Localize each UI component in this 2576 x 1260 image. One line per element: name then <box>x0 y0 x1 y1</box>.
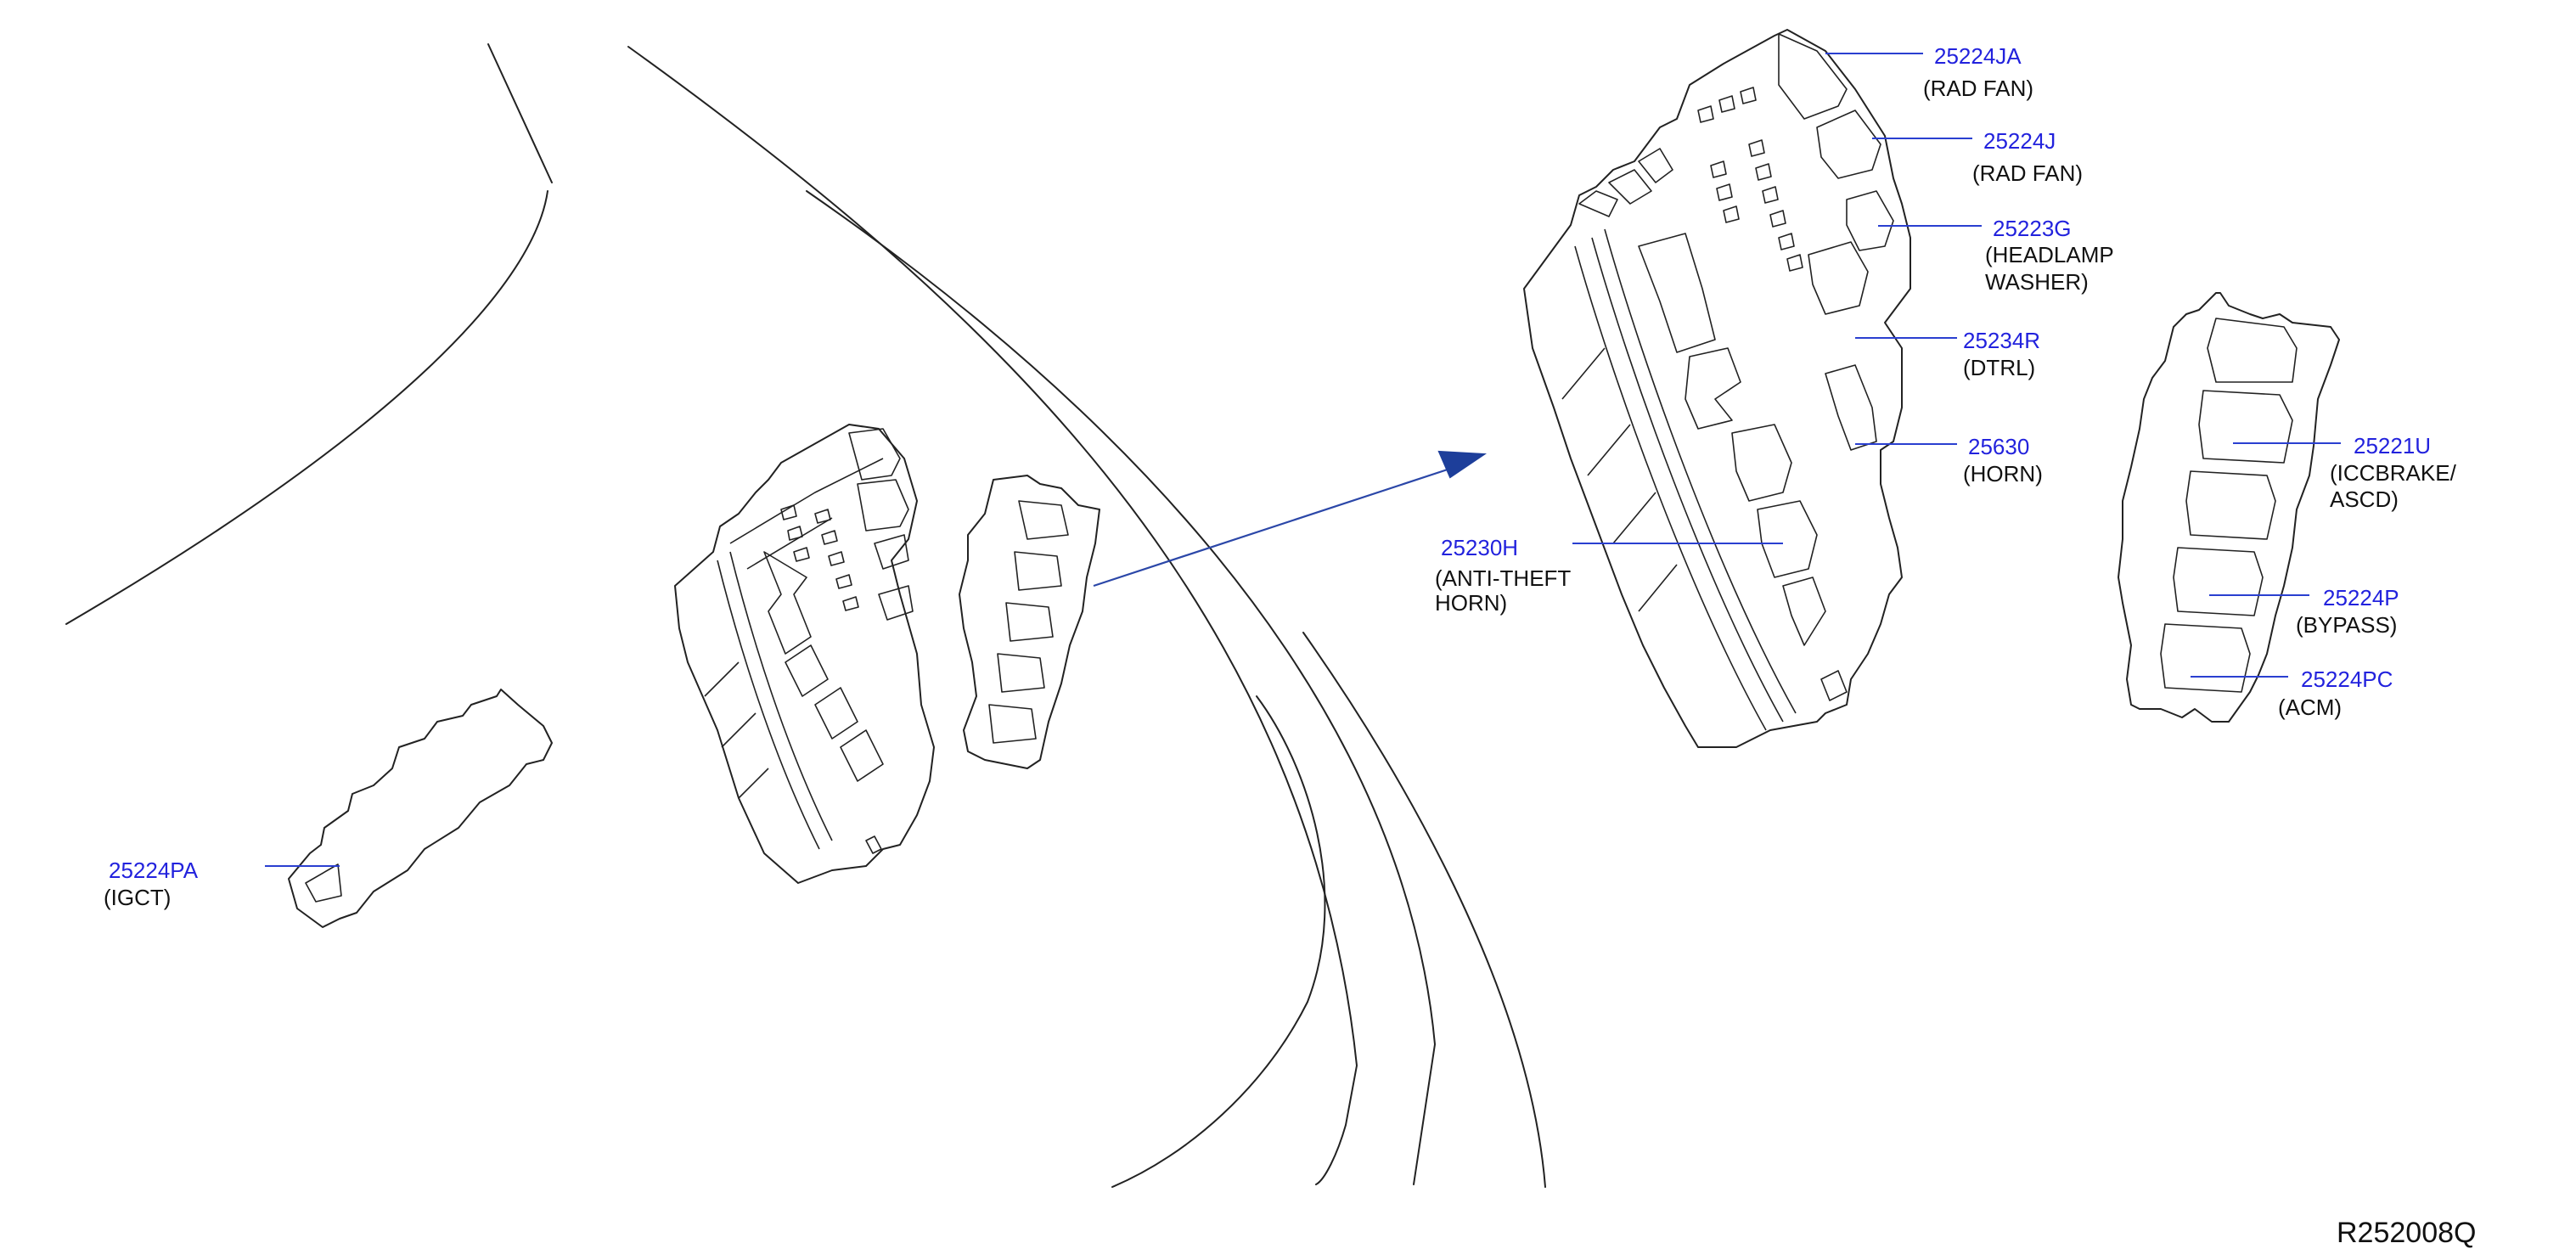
part-number[interactable]: 25224PC <box>2301 667 2393 692</box>
part-description: (HEADLAMP <box>1985 242 2114 267</box>
callout-25224pa[interactable]: 25224PA (IGCT) <box>104 858 199 910</box>
part-description: (IGCT) <box>104 885 171 910</box>
relay-strip-small <box>959 475 1100 769</box>
callout-25223g[interactable]: 25223G (HEADLAMP WASHER) <box>1985 216 2114 295</box>
part-number[interactable]: 25630 <box>1968 434 2029 459</box>
part-description: (DTRL) <box>1963 355 2035 380</box>
callout-25224pc[interactable]: 25224PC (ACM) <box>2278 667 2393 720</box>
callout-25230h[interactable]: 25230H (ANTI-THEFT HORN) <box>1435 535 1571 616</box>
part-number[interactable]: 25224P <box>2323 585 2399 610</box>
part-description: ASCD) <box>2330 487 2399 512</box>
relay-strip-large <box>2118 292 2340 723</box>
part-description: HORN) <box>1435 590 1507 616</box>
part-description: (RAD FAN) <box>1972 160 2083 186</box>
part-number[interactable]: 25221U <box>2354 433 2431 458</box>
part-number[interactable]: 25224PA <box>109 858 199 883</box>
part-number[interactable]: 25223G <box>1993 216 2072 241</box>
body-outline-curves <box>65 43 1546 1188</box>
part-description: WASHER) <box>1985 269 2089 295</box>
callout-25630[interactable]: 25630 (HORN) <box>1963 434 2043 487</box>
diagram-id: R252008Q <box>2337 1217 2476 1249</box>
fuse-box-small <box>674 424 935 884</box>
leader-lines <box>265 53 2341 867</box>
part-description: (ICCBRAKE/ <box>2330 460 2457 486</box>
callout-25224j[interactable]: 25224J (RAD FAN) <box>1972 128 2083 186</box>
part-description: (RAD FAN) <box>1923 76 2033 101</box>
part-description: (HORN) <box>1963 461 2043 487</box>
part-number[interactable]: 25234R <box>1963 328 2040 353</box>
callout-25221u[interactable]: 25221U (ICCBRAKE/ ASCD) <box>2330 433 2457 512</box>
part-number[interactable]: 25224J <box>1983 128 2056 154</box>
part-description: (ANTI-THEFT <box>1435 565 1571 591</box>
igct-relay-block <box>288 689 553 928</box>
callout-25224ja[interactable]: 25224JA (RAD FAN) <box>1923 43 2033 101</box>
fuse-box-large <box>1523 29 1911 748</box>
part-number[interactable]: 25230H <box>1441 535 1518 560</box>
part-description: (BYPASS) <box>2296 612 2397 638</box>
part-number[interactable]: 25224JA <box>1934 43 2022 69</box>
callout-25224p[interactable]: 25224P (BYPASS) <box>2296 585 2399 638</box>
part-description: (ACM) <box>2278 695 2342 720</box>
callout-25234r[interactable]: 25234R (DTRL) <box>1963 328 2040 380</box>
zoom-arrow <box>1093 450 1488 588</box>
